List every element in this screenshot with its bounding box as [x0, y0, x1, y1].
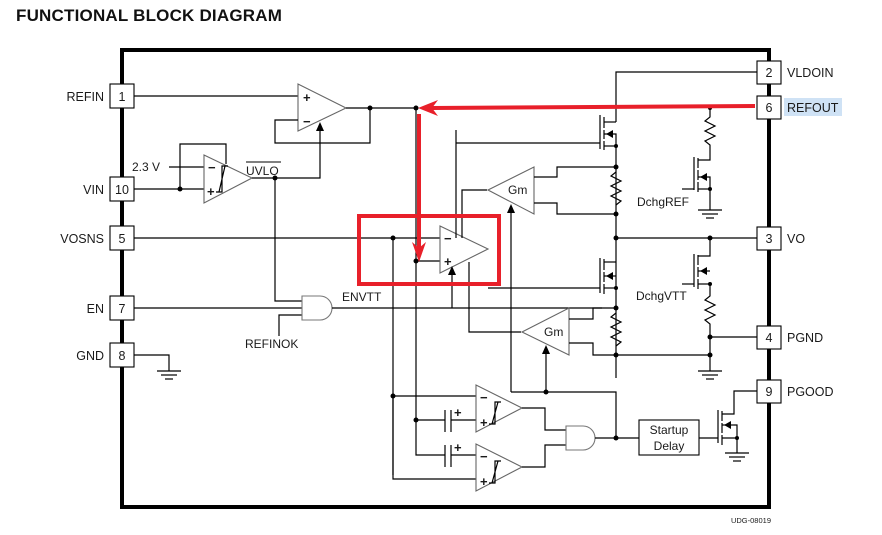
pin-vo[interactable]: 3 VO	[756, 226, 805, 251]
pin-vldoin[interactable]: 2 VLDOIN	[756, 60, 834, 85]
arrowhead-left-icon	[418, 100, 438, 116]
threshold-label: 2.3 V	[132, 160, 160, 174]
pin-number: 3	[766, 232, 773, 246]
refinok-label: REFINOK	[245, 337, 298, 351]
plus-sign: +	[207, 184, 215, 199]
pin-number: 7	[119, 302, 126, 316]
gm-amplifier-top: Gm	[486, 164, 623, 392]
sink-transistor	[488, 258, 618, 294]
pin-number: 9	[766, 385, 773, 399]
pin-label: VO	[787, 232, 805, 246]
vo-error-amplifier: − +	[134, 108, 521, 475]
gm-amplifier-bottom: Gm	[511, 305, 710, 438]
pin-number: 4	[766, 331, 773, 345]
pin-refin[interactable]: 1 REFIN	[67, 83, 135, 109]
plus-sign: +	[454, 405, 462, 420]
refout-label-highlight	[784, 98, 842, 116]
pin-gnd[interactable]: 8 GND	[76, 342, 135, 368]
refin-buffer-amplifier: + −	[134, 83, 416, 179]
dchgref-label: DchgREF	[637, 195, 689, 209]
enable-and-gate: REFINOK ENVTT	[134, 290, 602, 351]
minus-sign: −	[444, 231, 452, 246]
uvlo-label: UVLO	[246, 164, 279, 178]
pin-label: VLDOIN	[787, 66, 834, 80]
vo-node	[613, 235, 757, 241]
plus-sign: +	[444, 254, 452, 269]
startup-label: Startup	[650, 423, 689, 437]
pin-number: 2	[766, 66, 773, 80]
envtt-label: ENVTT	[342, 290, 382, 304]
gm-label: Gm	[544, 325, 563, 339]
pin-label: EN	[87, 302, 104, 316]
pin-number: 8	[119, 349, 126, 363]
red-annotation	[357, 100, 756, 286]
minus-sign: −	[480, 390, 488, 405]
gm-label: Gm	[508, 183, 527, 197]
dchgref-transistor: DchgREF	[637, 106, 722, 219]
pin-vin[interactable]: 10 VIN	[83, 176, 135, 202]
pin-number: 5	[119, 232, 126, 246]
plus-sign: +	[480, 474, 488, 489]
powergood-comparators: + − + + − +	[390, 384, 639, 492]
minus-sign: −	[303, 114, 311, 129]
refout-arrow-line	[431, 104, 756, 110]
highlight-box	[357, 214, 501, 286]
plus-sign: +	[454, 440, 462, 455]
pin-label: REFIN	[67, 90, 105, 104]
pin-label: PGND	[787, 331, 823, 345]
dchgvtt-transistor: DchgVTT	[636, 238, 757, 380]
pin-vosns[interactable]: 5 VOSNS	[60, 225, 135, 251]
pin-pgood[interactable]: 9 PGOOD	[756, 379, 834, 404]
chip-outline	[120, 48, 771, 509]
figure-id: UDG-08019	[731, 516, 771, 525]
pin-label: REFOUT	[787, 101, 839, 115]
pin-label: GND	[76, 349, 104, 363]
pin-number: 1	[119, 90, 126, 104]
plus-sign: +	[303, 90, 311, 105]
pin-number: 10	[115, 183, 129, 197]
pgood-transistor	[717, 390, 757, 462]
dchgvtt-label: DchgVTT	[636, 289, 687, 303]
pin-en[interactable]: 7 EN	[87, 295, 135, 321]
pin-label: VIN	[83, 183, 104, 197]
arrowhead-down-icon	[412, 242, 426, 262]
minus-sign: −	[208, 160, 216, 175]
startup-delay-block: Startup Delay	[638, 419, 718, 456]
pin-number: 6	[766, 101, 773, 115]
pin-label: PGOOD	[787, 385, 834, 399]
delay-label: Delay	[654, 439, 685, 453]
ground-symbol	[134, 354, 181, 380]
pin-refout[interactable]: 6 REFOUT	[756, 95, 839, 120]
uvlo-comparator: 2.3 V − + UVLO	[132, 143, 302, 302]
plus-sign: +	[480, 415, 488, 430]
diagram-title: FUNCTIONAL BLOCK DIAGRAM	[16, 6, 283, 25]
pin-label: VOSNS	[60, 232, 104, 246]
pin-pgnd[interactable]: 4 PGND	[756, 325, 823, 350]
minus-sign: −	[480, 449, 488, 464]
